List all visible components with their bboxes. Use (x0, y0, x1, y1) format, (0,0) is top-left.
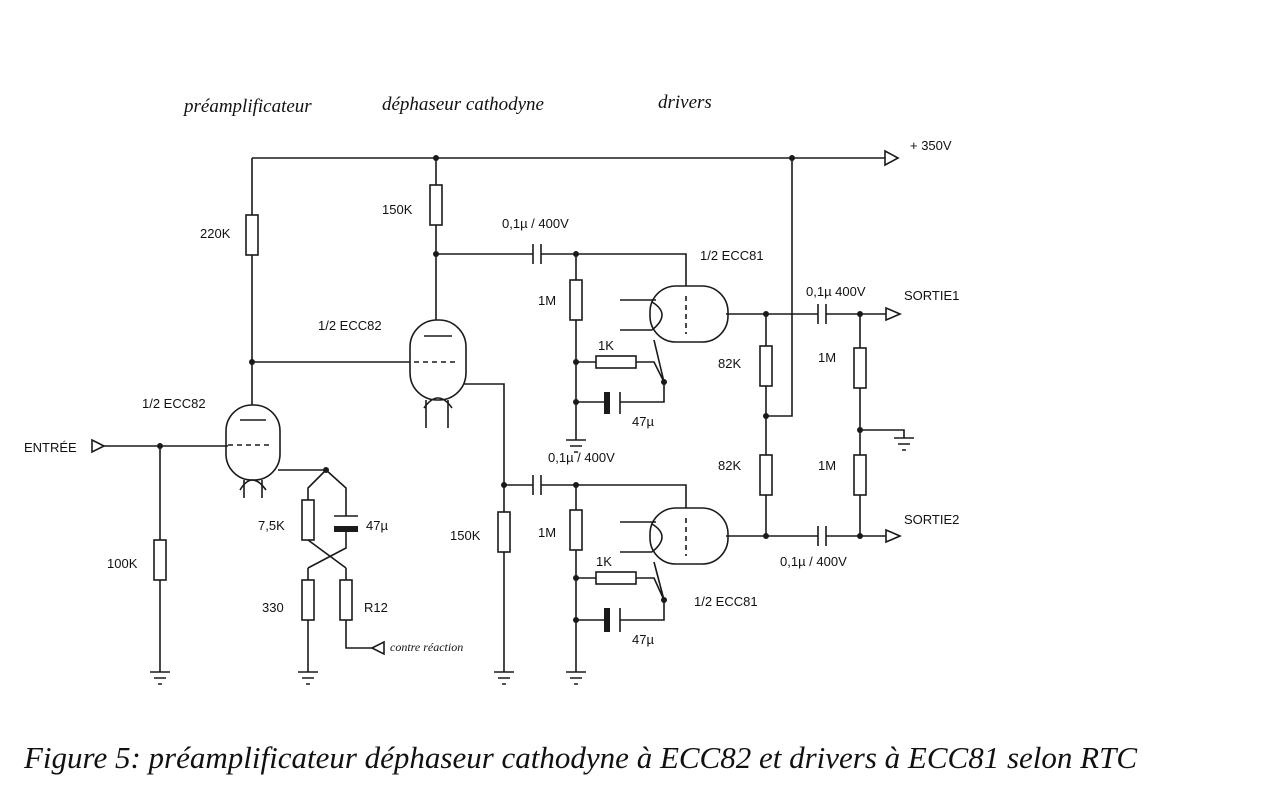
tube-preamp (225, 404, 281, 481)
ground-input (150, 671, 170, 685)
resistor-82k-bottom (759, 454, 773, 496)
tube-splitter (409, 319, 467, 401)
resistor-1m-bottom (569, 509, 583, 551)
resistor-330 (301, 579, 315, 621)
driver-top-stage (532, 244, 818, 453)
resistor-1m-top (569, 279, 583, 321)
resistor-7-5k (301, 499, 315, 541)
tube-label-preamp: 1/2 ECC82 (142, 396, 206, 411)
output2-arrow (885, 528, 903, 544)
output-network (817, 304, 914, 546)
capacitor-47u-top (604, 392, 610, 414)
label-1k-top: 1K (598, 338, 614, 353)
label-output-cap-top: 0,1µ 400V (806, 284, 866, 299)
ground-driver-top (566, 439, 586, 453)
label-330: 330 (262, 600, 284, 615)
ground-cathode-preamp (298, 671, 318, 685)
resistor-1m-out-top (853, 347, 867, 389)
label-1m-out-bottom: 1M (818, 458, 836, 473)
label-1k-bottom: 1K (596, 554, 612, 569)
resistor-1k-bottom (595, 571, 637, 585)
resistor-1k-top (595, 355, 637, 369)
resistor-100k (153, 539, 167, 581)
label-47u-bottom: 47µ (632, 632, 654, 647)
preamp-stage (91, 158, 432, 685)
label-150k-plate: 150K (382, 202, 413, 217)
label-47u-top: 47µ (632, 414, 654, 429)
feedback-label: contre réaction (390, 640, 463, 654)
resistor-150k-plate (429, 184, 443, 226)
label-coupling-cap-top: 0,1µ / 400V (502, 216, 569, 231)
resistor-150k-cathode (497, 511, 511, 553)
driver-bottom-stage (532, 475, 818, 685)
tube-label-driver-bottom: 1/2 ECC81 (694, 594, 758, 609)
ground-output (894, 437, 914, 451)
label-1m-bottom: 1M (538, 525, 556, 540)
tube-label-splitter: 1/2 ECC82 (318, 318, 382, 333)
resistor-1m-out-bottom (853, 454, 867, 496)
label-r12: R12 (364, 600, 388, 615)
label-82k-bottom: 82K (718, 458, 741, 473)
plate-load-network (759, 158, 793, 536)
label-7-5k: 7,5K (258, 518, 285, 533)
feedback-input-arrow (370, 640, 385, 656)
supply-voltage-label: + 350V (910, 138, 952, 153)
figure-caption: Figure 5: préamplificateur déphaseur cat… (23, 740, 1137, 775)
label-output-cap-bottom: 0,1µ / 400V (780, 554, 847, 569)
section-title-phase-splitter: déphaseur cathodyne (382, 94, 544, 115)
section-title-drivers: drivers (658, 92, 712, 113)
resistor-220k (245, 214, 259, 256)
phase-splitter-stage (409, 158, 533, 685)
label-47u-preamp: 47µ (366, 518, 388, 533)
resistor-r12 (339, 579, 353, 621)
ground-driver-bottom (566, 671, 586, 685)
resistor-82k-top (759, 345, 773, 387)
section-title-preamp: préamplificateur (182, 96, 312, 117)
output2-label: SORTIE2 (904, 512, 959, 527)
label-82k-top: 82K (718, 356, 741, 371)
output1-arrow (885, 306, 903, 322)
label-1m-out-top: 1M (818, 350, 836, 365)
tube-label-driver-top: 1/2 ECC81 (700, 248, 764, 263)
capacitor-47u-bottom (604, 608, 610, 632)
label-220k: 220K (200, 226, 231, 241)
label-150k-cathode: 150K (450, 528, 481, 543)
output1-label: SORTIE1 (904, 288, 959, 303)
label-1m-top: 1M (538, 293, 556, 308)
capacitor-47u-preamp (334, 526, 358, 532)
label-coupling-cap-bottom: 0,1µ / 400V (548, 450, 615, 465)
label-100k: 100K (107, 556, 138, 571)
input-label: ENTRÉE (24, 440, 77, 455)
ground-splitter (494, 671, 514, 685)
supply-rail (252, 149, 900, 167)
